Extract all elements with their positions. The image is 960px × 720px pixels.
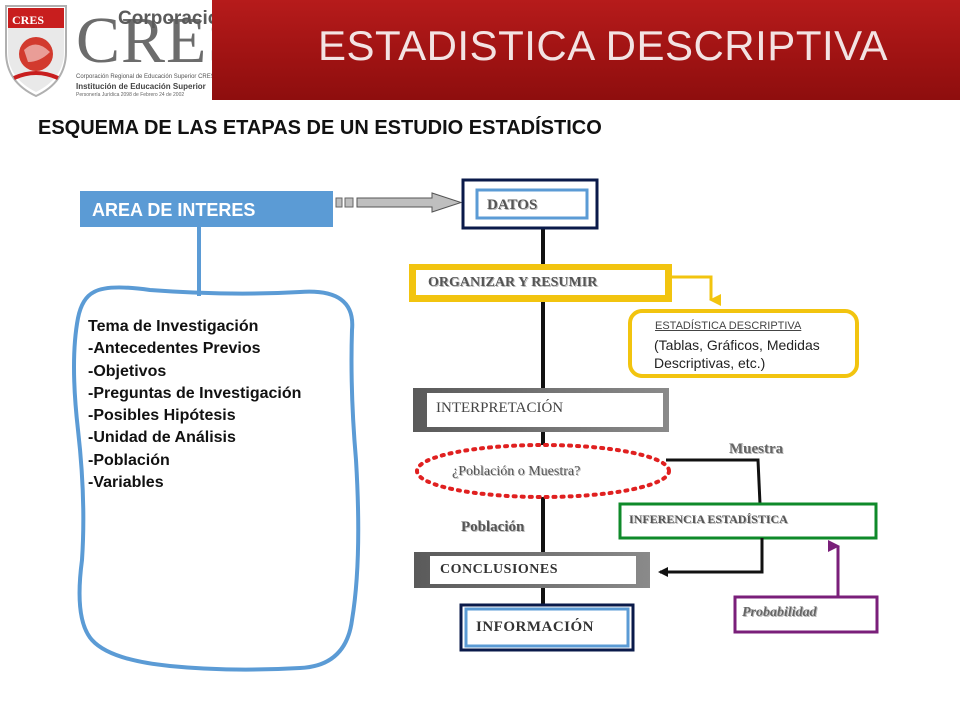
topic-item: -Unidad de Análisis xyxy=(88,429,236,447)
area-interes-box xyxy=(80,191,333,227)
descriptiva-body-line: Descriptivas, etc.) xyxy=(654,355,766,371)
logo-institution: Institución de Educación Superior xyxy=(76,82,206,91)
organizar-label: ORGANIZAR Y RESUMIR xyxy=(428,275,598,290)
inferencia-label: INFERENCIA ESTADÍSTICA xyxy=(629,512,788,526)
datos-label: DATOS xyxy=(487,197,538,213)
descriptiva-body: (Tablas, Gráficos, Medidas Descriptivas,… xyxy=(654,336,820,372)
arrow-left-icon xyxy=(658,538,764,577)
probabilidad-label: Probabilidad xyxy=(742,605,817,620)
page-title: ESQUEMA DE LAS ETAPAS DE UN ESTUDIO ESTA… xyxy=(38,117,602,139)
topic-item: -Población xyxy=(88,451,170,469)
topics-blob xyxy=(72,285,361,672)
descriptiva-box xyxy=(628,309,859,378)
poblacion-muestra-label: ¿Población o Muestra? xyxy=(452,464,581,479)
arrow-down-icon xyxy=(672,275,721,306)
topics-list: Tema de Investigación -Antecedentes Prev… xyxy=(88,316,301,494)
interpretacion-label: INTERPRETACIÓN xyxy=(436,400,564,416)
logo-legal: Personería Jurídica 2098 de Febrero 24 d… xyxy=(76,92,185,98)
banner-title: ESTADISTICA DESCRIPTIVA xyxy=(318,22,889,69)
conclusiones-label: CONCLUSIONES xyxy=(440,562,559,577)
title-banner xyxy=(212,0,960,100)
informacion-label: INFORMACIÓN xyxy=(476,619,594,635)
topic-item: Tema de Investigación xyxy=(88,318,259,335)
area-interes-label: AREA DE INTERES xyxy=(92,200,256,220)
topic-item: -Variables xyxy=(88,474,164,492)
logo-subtitle: Corporación Regional de Educación Superi… xyxy=(76,74,215,80)
logo-shield-text: CRES xyxy=(11,13,44,27)
topic-item: -Antecedentes Previos xyxy=(88,340,261,358)
cres-shield-logo xyxy=(5,5,67,98)
logo-corporacion: Corporación xyxy=(118,8,231,29)
topic-item: -Objetivos xyxy=(88,362,167,380)
descriptiva-body-line: (Tablas, Gráficos, Medidas xyxy=(654,337,820,353)
topic-item: -Posibles Hipótesis xyxy=(88,407,236,425)
poblacion-label: Población xyxy=(461,519,525,535)
block-arrow-right-icon xyxy=(335,192,463,213)
topic-item: -Preguntas de Investigación xyxy=(88,384,302,402)
probabilidad-box xyxy=(733,595,879,634)
descriptiva-title: ESTADÍSTICA DESCRIPTIVA xyxy=(655,320,802,332)
inferencia-box xyxy=(618,502,878,540)
muestra-label: Muestra xyxy=(729,441,784,457)
poblacion-muestra-ellipse xyxy=(415,443,671,499)
